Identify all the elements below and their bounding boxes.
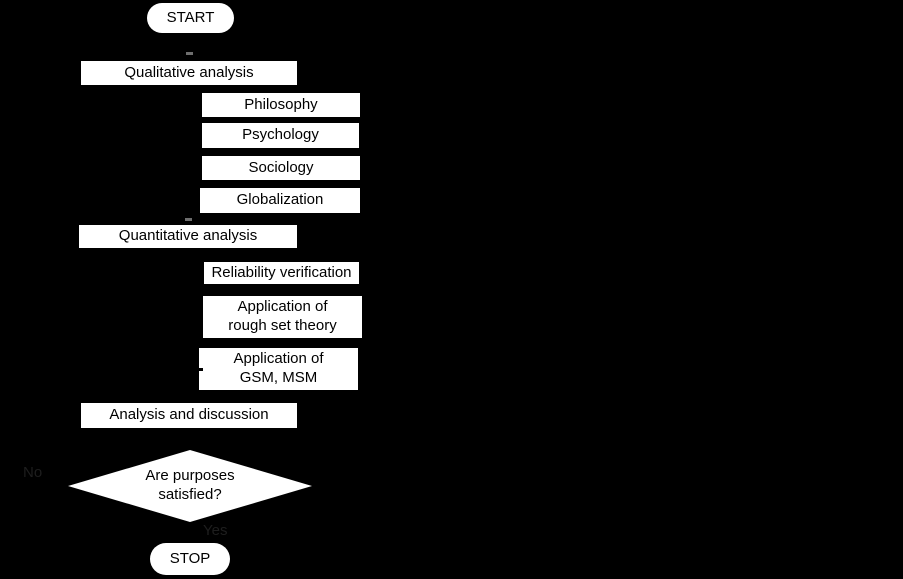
- node-qualitative-analysis: Qualitative analysis: [81, 61, 297, 85]
- node-psychology: Psychology: [202, 123, 359, 148]
- node-reliability-verification: Reliability verification: [204, 262, 359, 284]
- node-application-gsm-msm: Application of GSM, MSM: [199, 348, 358, 390]
- arrow-remnant-above-qualitative: [186, 52, 193, 55]
- node-globalization: Globalization: [200, 188, 360, 213]
- node-sociology: Sociology: [202, 156, 360, 180]
- node-start: START: [147, 3, 234, 33]
- node-decision-are-purposes-satisfied: Are purposes satisfied?: [68, 450, 312, 522]
- node-philosophy: Philosophy: [202, 93, 360, 117]
- arrow-remnant-left-of-gsm-msm: [196, 368, 203, 371]
- edge-label-yes: Yes: [203, 522, 228, 539]
- node-stop: STOP: [150, 543, 230, 575]
- node-analysis-and-discussion: Analysis and discussion: [81, 403, 297, 428]
- node-quantitative-analysis: Quantitative analysis: [79, 225, 297, 248]
- arrow-remnant-above-quantitative: [185, 218, 192, 221]
- edge-label-no: No: [23, 464, 43, 481]
- node-application-rough-set-theory: Application of rough set theory: [203, 296, 362, 338]
